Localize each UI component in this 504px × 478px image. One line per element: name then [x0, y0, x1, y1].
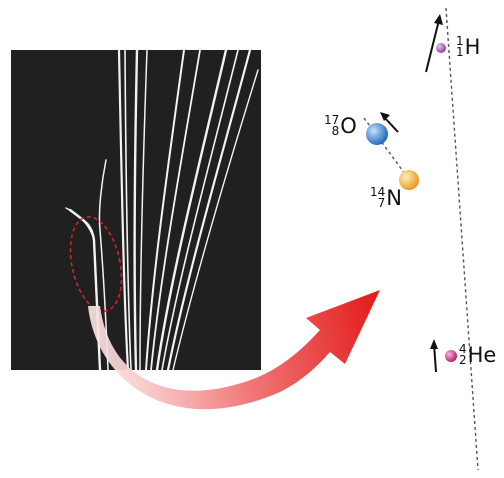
oxygen-atomic-number: 8 [331, 124, 340, 138]
nitrogen-symbol: N [386, 185, 402, 210]
oxygen-nucleus [366, 123, 388, 145]
trajectory-lines [363, 7, 479, 471]
helium-atomic-number: 2 [459, 353, 467, 367]
helium-direction-arrow-icon [430, 339, 438, 373]
label-oxygen: 17 8 O [324, 113, 357, 138]
oxygen-symbol: O [340, 113, 357, 138]
nitrogen-nucleus [399, 170, 419, 190]
label-hydrogen: 1 1 H [456, 34, 481, 59]
hydrogen-symbol: H [464, 34, 481, 59]
label-nitrogen: 14 7 N [370, 185, 402, 210]
hydrogen-atomic-number: 1 [456, 45, 464, 59]
nitrogen-atomic-number: 7 [377, 196, 386, 210]
direction-arrows [380, 14, 443, 373]
helium-nucleus [445, 350, 457, 362]
hydrogen-direction-arrow-icon [425, 14, 443, 73]
oxygen-mass-number: 17 [324, 113, 340, 127]
nitrogen-mass-number: 14 [370, 185, 386, 199]
hydrogen-mass-number: 1 [456, 34, 464, 48]
proton-helium-path [445, 7, 479, 471]
nuclei [366, 43, 457, 362]
helium-mass-number: 4 [459, 342, 467, 356]
label-helium: 4 2 He [459, 342, 497, 367]
oxygen-direction-arrow-icon [380, 112, 399, 133]
helium-symbol: He [467, 342, 497, 367]
highlight-ellipse [69, 215, 123, 313]
particle-tracks [65, 48, 259, 372]
curved-arrow-icon [88, 290, 380, 410]
cloud-chamber-photo [11, 48, 261, 372]
hydrogen-nucleus [436, 43, 446, 53]
